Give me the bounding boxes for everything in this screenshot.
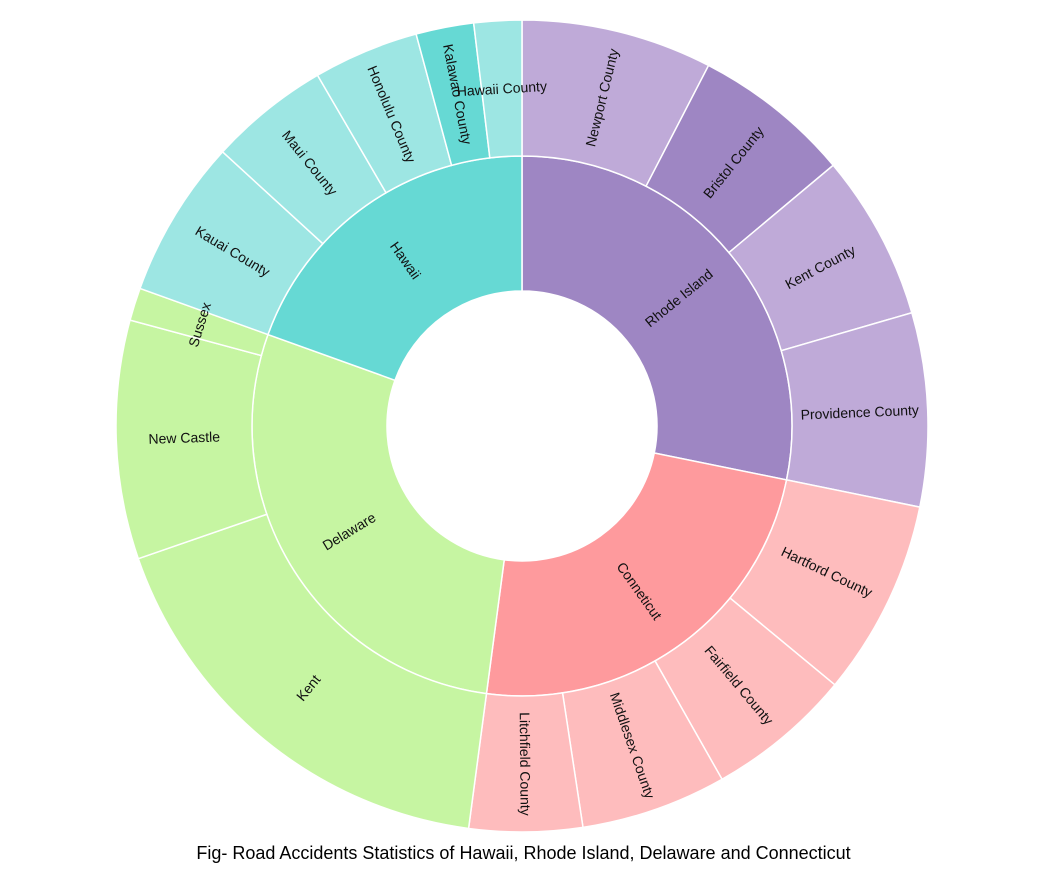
label-hawaii-county: Hawaii County xyxy=(456,78,547,99)
label-providence-county: Providence County xyxy=(800,402,919,423)
chart-segments xyxy=(115,19,929,833)
label-new-castle: New Castle xyxy=(148,428,220,446)
figure-caption: Fig- Road Accidents Statistics of Hawaii… xyxy=(196,843,851,863)
segment-hawaii-county[interactable] xyxy=(472,19,523,159)
segment-kent[interactable] xyxy=(137,513,488,830)
label-litchfield-county: Litchfield County xyxy=(517,712,534,816)
